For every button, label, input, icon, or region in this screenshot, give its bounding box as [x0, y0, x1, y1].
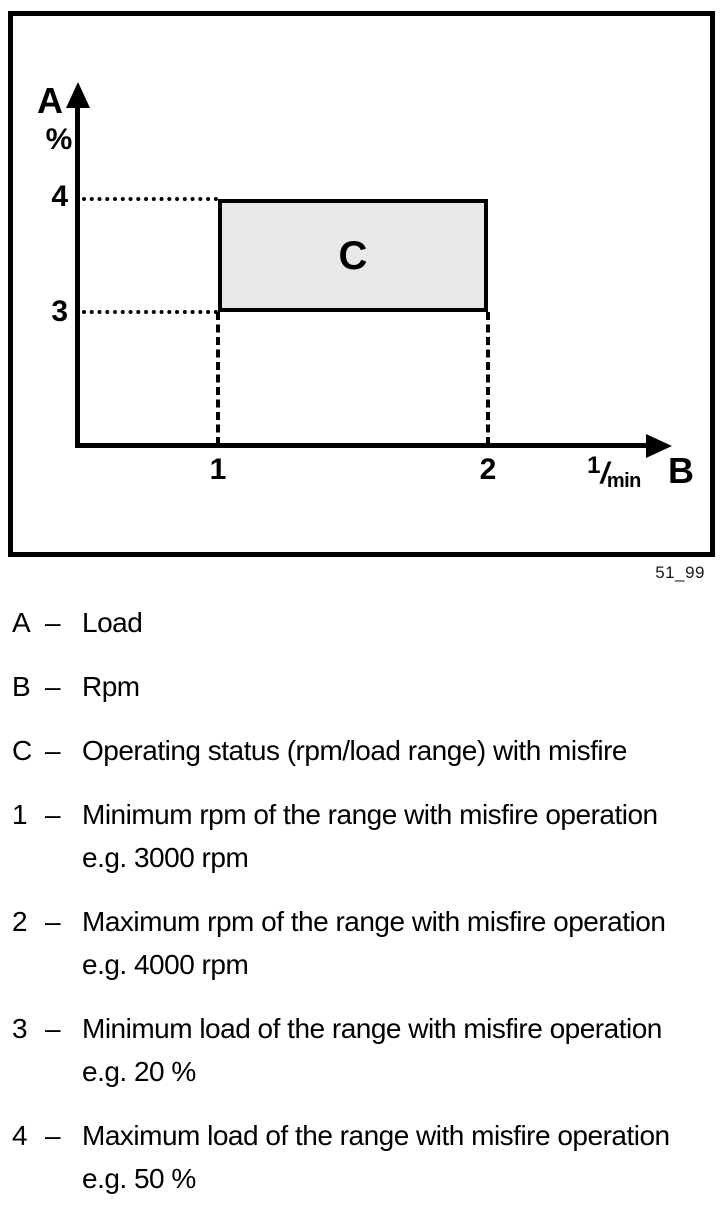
legend-key: 1 [12, 799, 28, 830]
x-axis-unit-denominator: min [606, 470, 642, 492]
legend-example-line: e.g. 4000 rpm [82, 949, 249, 980]
legend-separator: – [45, 735, 61, 766]
x-axis-unit-numerator: 1 [587, 452, 601, 479]
legend-example-line: e.g. 20 % [82, 1056, 196, 1087]
x-axis-label: B [668, 450, 694, 491]
legend-key: B [12, 671, 31, 702]
legend-example-line: e.g. 50 % [82, 1163, 196, 1194]
legend: A – Load B – Rpm C – Operating status (r… [12, 601, 718, 1221]
legend-key: 2 [12, 906, 28, 937]
legend-entry-3: 3 – Minimum load of the range with misfi… [12, 1007, 718, 1093]
y-tick-lower: 3 [51, 295, 68, 328]
figure-number: 51_99 [655, 563, 705, 582]
legend-separator: – [45, 671, 61, 702]
misfire-region: C [218, 199, 488, 312]
legend-entry-C: C – Operating status (rpm/load range) wi… [12, 729, 718, 772]
y-axis-arrow-icon [66, 82, 90, 108]
x-tick-right: 2 [479, 453, 497, 486]
dotted-guide-lower [82, 310, 218, 314]
figure-box: A % 4 3 C 1 2 1/min B [8, 11, 715, 557]
legend-description: Minimum rpm of the range with misfire op… [82, 793, 718, 879]
dashed-guide-left [216, 312, 220, 445]
legend-description: Operating status (rpm/load range) with m… [82, 729, 718, 772]
legend-entry-B: B – Rpm [12, 665, 718, 708]
legend-line: Rpm [82, 671, 140, 702]
legend-description: Rpm [82, 665, 718, 708]
legend-line: Load [82, 607, 143, 638]
fraction-slash: / [600, 457, 608, 490]
legend-separator: – [45, 1120, 61, 1151]
legend-key: 3 [12, 1013, 28, 1044]
legend-entry-A: A – Load [12, 601, 718, 644]
legend-line: Maximum rpm of the range with misfire op… [82, 906, 666, 937]
legend-description: Maximum rpm of the range with misfire op… [82, 900, 718, 986]
legend-separator: – [45, 607, 61, 638]
legend-separator: – [45, 799, 61, 830]
legend-entry-1: 1 – Minimum rpm of the range with misfir… [12, 793, 718, 879]
region-label: C [338, 233, 368, 278]
legend-line: Minimum load of the range with misfire o… [82, 1013, 662, 1044]
legend-line: Maximum load of the range with misfire o… [82, 1120, 670, 1151]
legend-description: Load [82, 601, 718, 644]
y-axis-label: A [37, 80, 63, 121]
legend-key: 4 [12, 1120, 28, 1151]
legend-description: Minimum load of the range with misfire o… [82, 1007, 718, 1093]
legend-separator: – [45, 1013, 61, 1044]
legend-entry-2: 2 – Maximum rpm of the range with misfir… [12, 900, 718, 986]
legend-separator: – [45, 906, 61, 937]
legend-line: Minimum rpm of the range with misfire op… [82, 799, 658, 830]
y-axis-unit: % [45, 123, 73, 156]
x-tick-left: 1 [209, 453, 227, 486]
legend-line: Operating status (rpm/load range) with m… [82, 735, 628, 766]
legend-example-line: e.g. 3000 rpm [82, 842, 249, 873]
x-axis-unit: 1/min [576, 452, 652, 493]
x-axis-arrow-icon [646, 434, 672, 458]
y-tick-upper: 4 [51, 180, 68, 213]
dotted-guide-upper [82, 197, 218, 201]
dashed-guide-right [486, 312, 490, 445]
legend-key: C [12, 735, 32, 766]
y-axis-line [75, 104, 80, 448]
legend-description: Maximum load of the range with misfire o… [82, 1114, 718, 1200]
legend-key: A [12, 607, 31, 638]
legend-entry-4: 4 – Maximum load of the range with misfi… [12, 1114, 718, 1200]
x-axis-line [75, 443, 652, 448]
